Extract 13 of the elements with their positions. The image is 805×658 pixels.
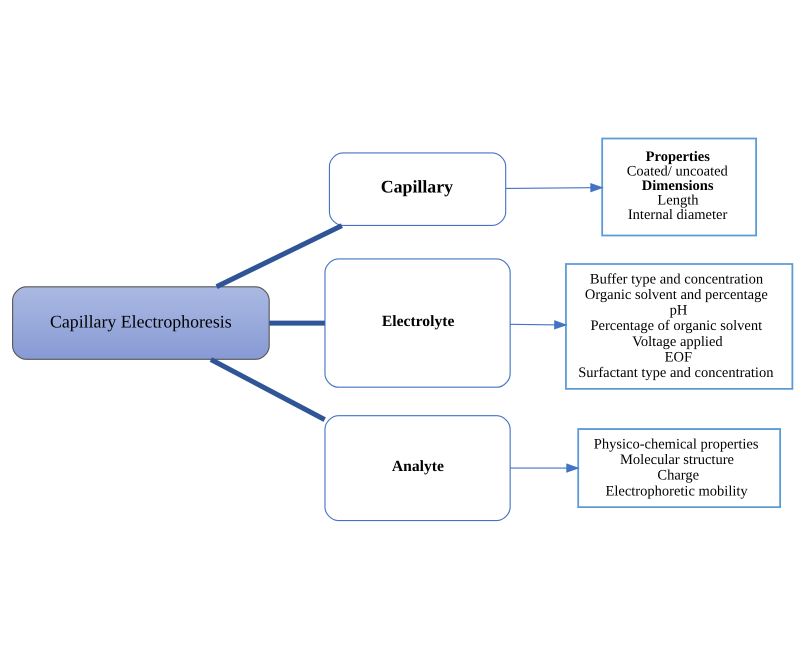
node-box: Electrolyte xyxy=(324,258,511,388)
arrow xyxy=(510,320,568,330)
node-box: Capillary Electrophoresis xyxy=(12,286,270,360)
node-box: Properties Coated/ uncoated Dimensions Length Internal diameter xyxy=(601,137,758,236)
node-box: Capillary xyxy=(328,152,506,226)
connector xyxy=(270,320,325,326)
node-box: Analyte xyxy=(324,414,511,521)
arrow xyxy=(510,462,580,472)
connector xyxy=(216,222,343,288)
arrow xyxy=(506,182,604,192)
node-box: Buffer type and concentration Organic solvent and percentage pH Percentage of organic solvent Voltage applied EOF Surfactant type and concentration xyxy=(565,262,794,390)
connector xyxy=(210,356,326,422)
node-box: Physico-chemical properties Molecular structure Charge Electrophoretic mobility xyxy=(577,428,781,508)
